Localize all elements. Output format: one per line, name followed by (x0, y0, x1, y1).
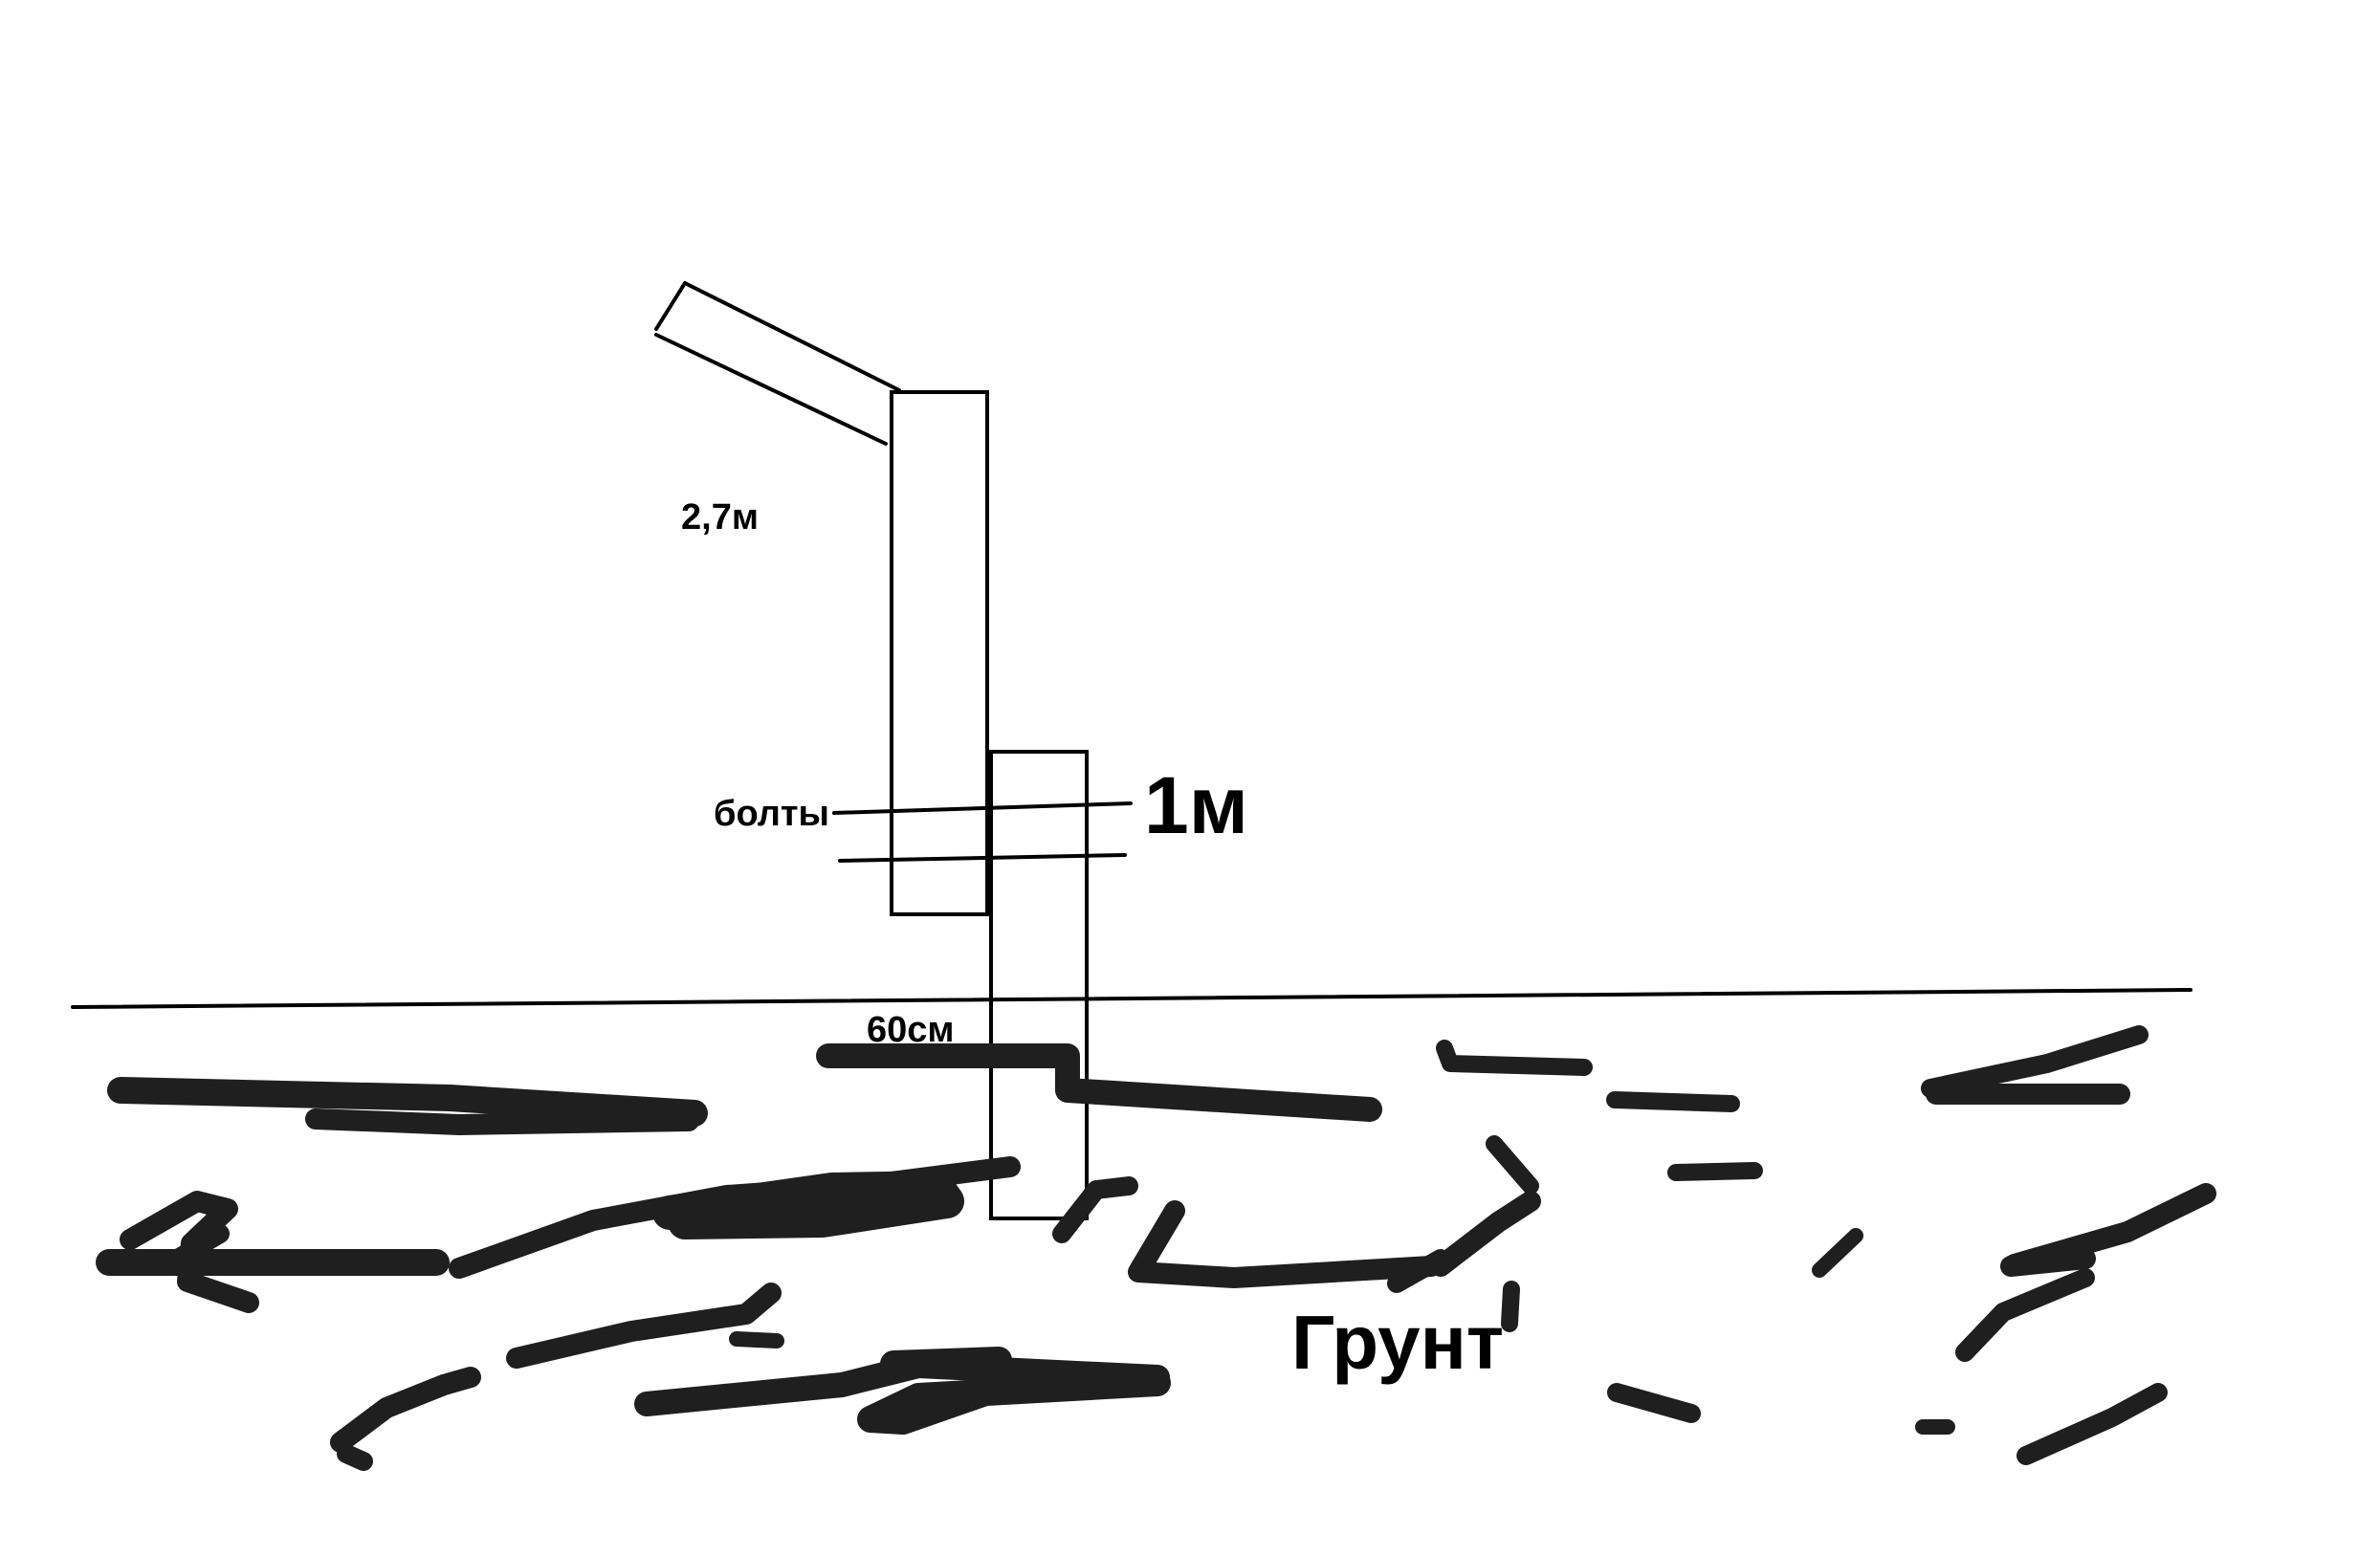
post-height-label: 2,7м (681, 497, 759, 537)
soil-stroke (2016, 1383, 2168, 1465)
soil-stroke (1606, 1091, 1740, 1112)
top-beam-upper-edge (683, 281, 901, 392)
soil-stroke (1667, 1162, 1763, 1181)
soil-stroke (1430, 1191, 1541, 1277)
soil-stroke (107, 1077, 708, 1127)
soil-stroke (816, 1043, 1382, 1122)
soil-stroke (1921, 1025, 2149, 1098)
soil-stroke (857, 1347, 1171, 1435)
bolt-line-upper (832, 801, 1133, 815)
soil-stroke (506, 1283, 782, 1369)
bolts-label: болты (714, 794, 829, 834)
ground-label: Грунт (1291, 1300, 1505, 1385)
soil-stroke (155, 1224, 230, 1276)
soil-stroke (1812, 1228, 1863, 1278)
soil-hatching (96, 1025, 2216, 1471)
soil-stroke (2000, 1248, 2096, 1277)
depth-label: 60см (867, 1010, 955, 1050)
bolts (832, 801, 1133, 863)
overlap-label: 1м (1144, 760, 1248, 850)
lower-post (989, 750, 1089, 1220)
soil-stroke (1501, 1281, 1520, 1332)
top-beam (654, 281, 901, 446)
soil-stroke (1607, 1383, 1701, 1423)
soil-stroke (1436, 1040, 1593, 1076)
soil-stroke (1955, 1268, 2095, 1362)
top-beam-end-cap (654, 281, 687, 331)
soil-stroke (1052, 1176, 1138, 1243)
top-beam-lower-edge (654, 333, 888, 446)
bolt-line-lower (838, 853, 1127, 863)
soil-stroke (1486, 1135, 1539, 1195)
soil-stroke (729, 1331, 784, 1349)
soil-stroke (120, 1191, 259, 1313)
upper-post (890, 390, 989, 916)
ground-surface-line (71, 988, 2193, 1009)
soil-stroke (337, 1444, 373, 1471)
soil-stroke (305, 1108, 699, 1135)
soil-stroke (652, 1171, 964, 1239)
soil-stroke (330, 1367, 481, 1453)
soil-stroke (634, 1353, 1170, 1416)
soil-stroke (1128, 1200, 1442, 1288)
